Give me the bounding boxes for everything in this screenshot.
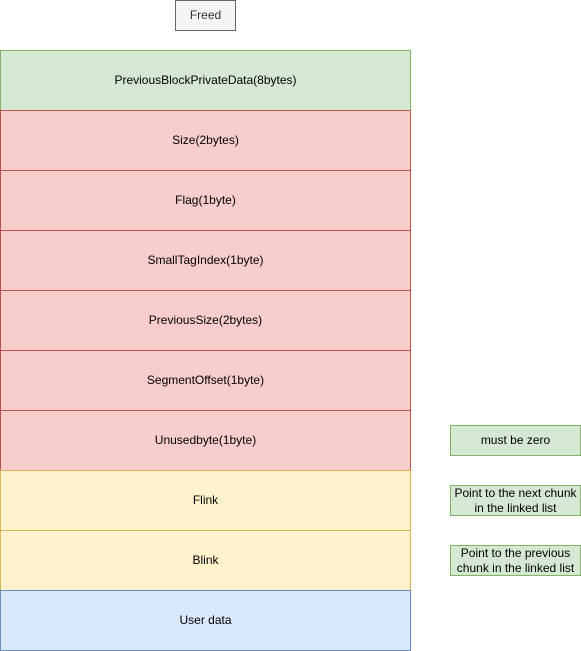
note-flink: Point to the next chunk in the linked li… [450, 485, 581, 516]
block-previous-size: PreviousSize(2bytes) [0, 290, 411, 351]
note-must-be-zero: must be zero [450, 425, 581, 456]
block-flag: Flag(1byte) [0, 170, 411, 231]
block-user-data: User data [0, 590, 411, 651]
block-blink: Blink [0, 530, 411, 591]
freed-title: Freed [175, 0, 236, 31]
block-flink: Flink [0, 470, 411, 531]
block-segment-offset: SegmentOffset(1byte) [0, 350, 411, 411]
block-size: Size(2bytes) [0, 110, 411, 171]
block-unused-byte: Unusedbyte(1byte) [0, 410, 411, 471]
block-small-tag-index: SmallTagIndex(1byte) [0, 230, 411, 291]
block-previous-block-private-data: PreviousBlockPrivateData(8bytes) [0, 50, 411, 111]
note-blink: Point to the previous chunk in the linke… [450, 545, 581, 576]
